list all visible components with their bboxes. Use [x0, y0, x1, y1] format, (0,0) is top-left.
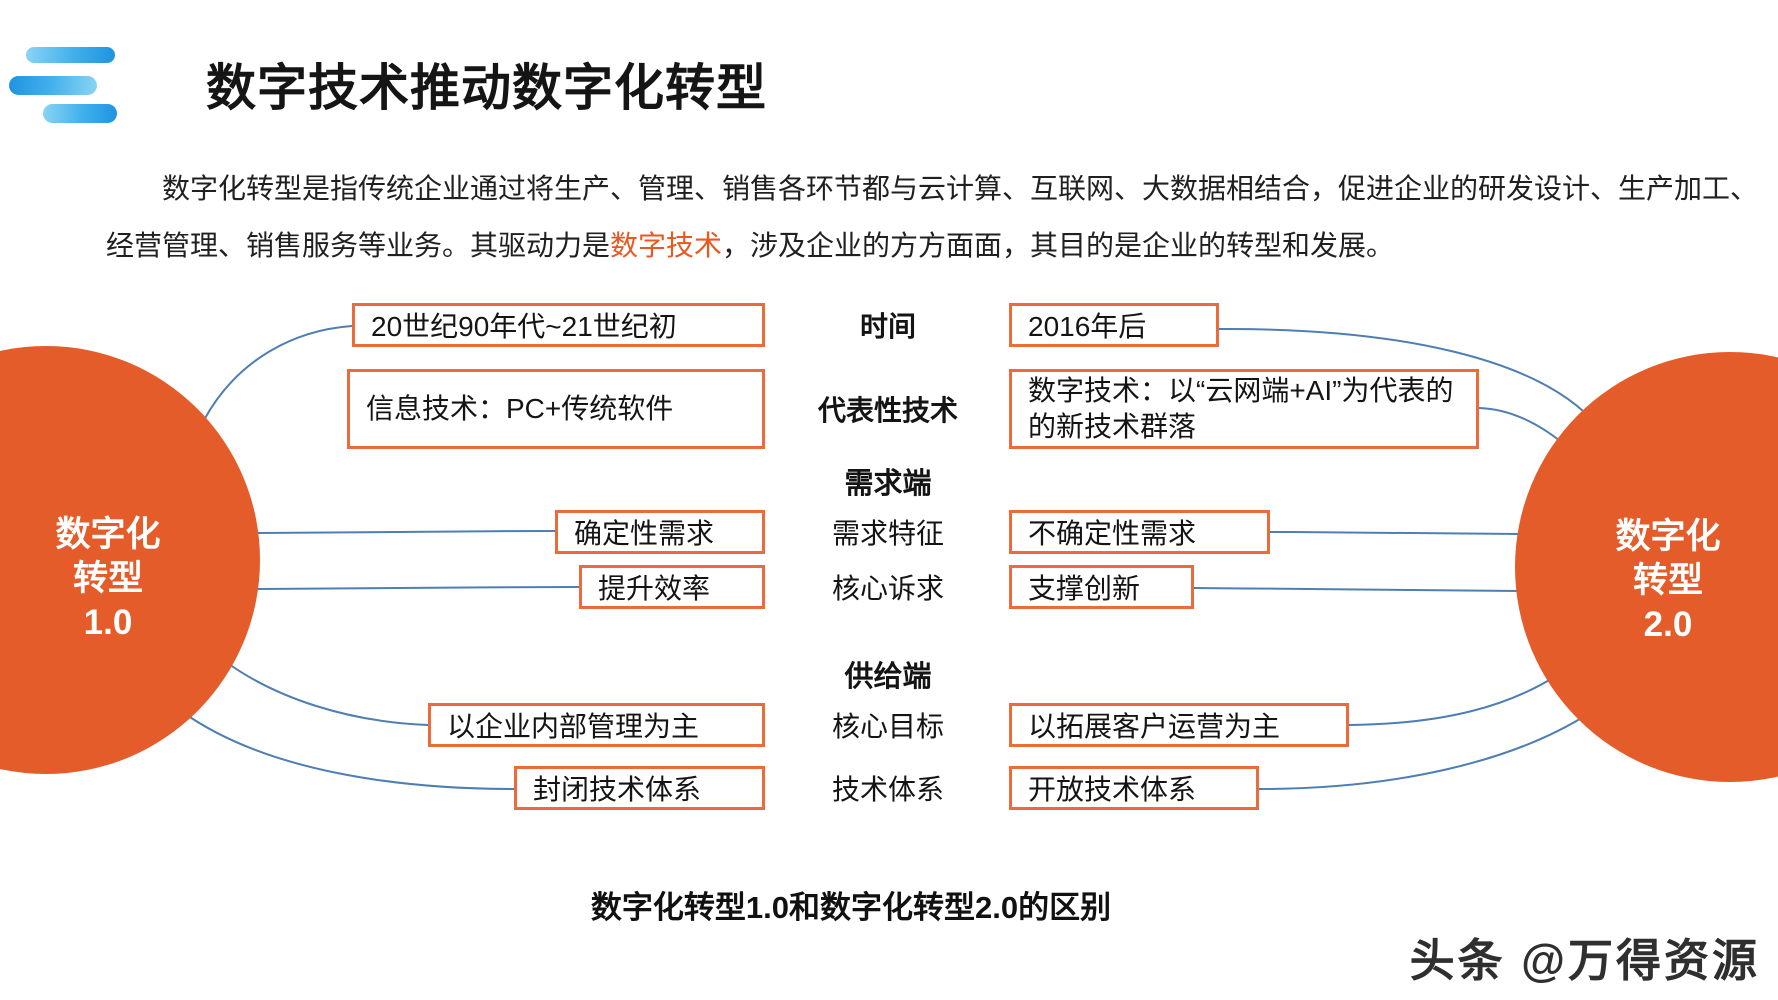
- label-tech-system: 技术体系: [831, 774, 944, 805]
- circle1-line1: 数字化: [55, 515, 161, 554]
- box-right-tech: 数字技术：以“云网端+AI”为代表的的新技术群落: [1009, 369, 1479, 449]
- intro-highlight: 数字技术: [610, 230, 723, 261]
- circle1-line2: 转型: [72, 559, 143, 598]
- label-core-appeal: 核心诉求: [831, 573, 944, 604]
- section-demand-side: 需求端: [844, 468, 932, 500]
- box-right-tech-system: 开放技术体系: [1009, 766, 1259, 810]
- logo-bar-icon: [9, 76, 97, 95]
- intro-line2-pre: 经营管理、销售服务等业务。其驱动力是: [106, 230, 611, 261]
- watermark: 头条 @万得资源: [1409, 935, 1760, 986]
- box-left-core-goal: 以企业内部管理为主: [428, 703, 765, 747]
- box-left-tech: 信息技术：PC+传统软件: [347, 369, 765, 449]
- circle2-line2: 转型: [1632, 561, 1703, 600]
- label-time: 时间: [859, 311, 916, 342]
- box-right-time: 2016年后: [1009, 303, 1219, 347]
- logo-bar-icon: [43, 104, 117, 123]
- label-core-goal: 核心目标: [831, 711, 944, 742]
- circle-transformation-1-label: 数字化 转型 1.0: [28, 513, 188, 645]
- circle-transformation-2-label: 数字化 转型 2.0: [1588, 515, 1748, 647]
- box-right-core-appeal: 支撑创新: [1009, 565, 1194, 609]
- box-right-core-goal: 以拓展客户运营为主: [1009, 703, 1349, 747]
- label-demand-feature: 需求特征: [831, 518, 944, 549]
- logo-bar-icon: [26, 47, 115, 63]
- box-left-tech-system: 封闭技术体系: [514, 766, 765, 810]
- intro-line-1: 数字化转型是指传统企业通过将生产、管理、销售各环节都与云计算、互联网、大数据相结…: [162, 173, 1759, 204]
- intro-line-2: 经营管理、销售服务等业务。其驱动力是数字技术，涉及企业的方方面面，其目的是企业的…: [106, 217, 1671, 274]
- diagram-caption: 数字化转型1.0和数字化转型2.0的区别: [590, 890, 1112, 925]
- section-supply-side: 供给端: [844, 661, 932, 693]
- circle1-line3: 1.0: [83, 603, 133, 642]
- circle2-line1: 数字化: [1615, 517, 1721, 556]
- circle2-line3: 2.0: [1643, 605, 1693, 644]
- label-tech: 代表性技术: [817, 395, 958, 426]
- intro-paragraph: 数字化转型是指传统企业通过将生产、管理、销售各环节都与云计算、互联网、大数据相结…: [106, 160, 1759, 274]
- box-right-demand-feature: 不确定性需求: [1009, 510, 1270, 554]
- box-left-core-appeal: 提升效率: [579, 565, 765, 609]
- intro-line2-post: ，涉及企业的方方面面，其目的是企业的转型和发展。: [722, 230, 1395, 261]
- box-left-time: 20世纪90年代~21世纪初: [352, 303, 765, 347]
- page-title: 数字技术推动数字化转型: [206, 60, 767, 116]
- box-left-demand-feature: 确定性需求: [555, 510, 765, 554]
